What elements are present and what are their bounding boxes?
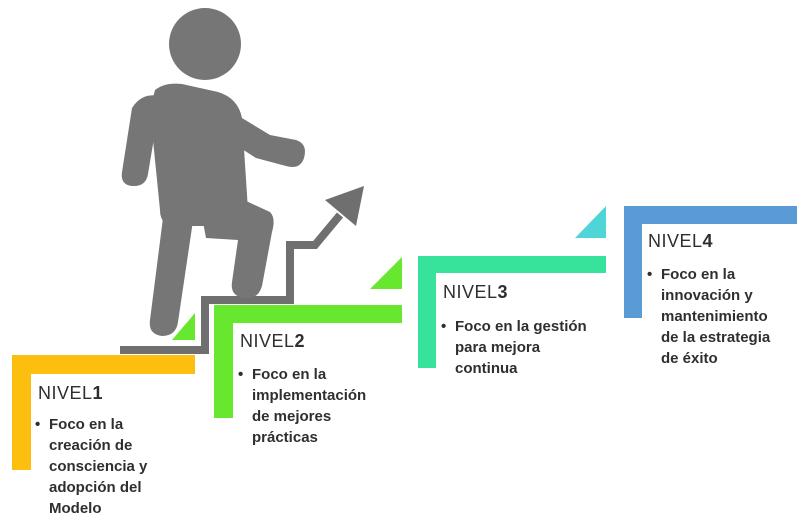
level-4-line: mantenimiento (661, 308, 768, 325)
upward-arrow-icon (120, 186, 364, 354)
level-1-label-text: NIVEL (38, 383, 93, 403)
step-level-1-notch (172, 313, 195, 340)
level-1-label: NIVEL1 (38, 383, 103, 404)
level-2-line: Foco en la (252, 366, 327, 383)
level-2-line: prácticas (252, 429, 318, 446)
level-3-line: continua (455, 360, 518, 377)
level-2-description: • Foco en la implementación de mejores p… (238, 364, 367, 448)
bullet-icon: • (441, 318, 447, 335)
level-3-line: para mejora (455, 339, 541, 356)
level-4-label: NIVEL4 (648, 231, 713, 252)
level-1-number: 1 (92, 383, 104, 403)
level-2-label-text: NIVEL (240, 331, 295, 351)
step-level-4 (624, 206, 797, 318)
bullet-icon: • (35, 416, 41, 433)
level-1-line: Modelo (49, 500, 102, 517)
step-level-3 (418, 256, 606, 368)
level-1-description: • Foco en la creación de consciencia y a… (35, 414, 148, 519)
level-2-number: 2 (294, 331, 306, 351)
level-3-label: NIVEL3 (443, 282, 508, 303)
level-4-description: • Foco en la innovación y mantenimiento … (647, 264, 771, 369)
level-3-label-text: NIVEL (443, 282, 498, 302)
level-4-label-text: NIVEL (648, 231, 703, 251)
level-4-line: Foco en la (661, 266, 736, 283)
step-level-3-notch (575, 206, 606, 238)
step-level-2 (214, 305, 402, 418)
person-climbing-icon (121, 8, 305, 336)
level-1-line: Foco en la (49, 416, 124, 433)
level-1-line: adopción del (49, 479, 142, 496)
level-1-line: consciencia y (49, 458, 148, 475)
level-3-description: • Foco en la gestión para mejora continu… (441, 316, 587, 379)
level-2-label: NIVEL2 (240, 331, 305, 352)
level-1-line: creación de (49, 437, 133, 454)
bullet-icon: • (647, 266, 653, 283)
level-4-line: de éxito (661, 350, 718, 367)
level-3-line: Foco en la gestión (455, 318, 587, 335)
step-level-1 (12, 355, 195, 470)
level-4-line: innovación y (661, 287, 753, 304)
level-4-number: 4 (702, 231, 714, 251)
level-2-line: de mejores (252, 408, 332, 425)
level-3-number: 3 (497, 282, 509, 302)
level-2-line: implementación (252, 387, 367, 404)
bullet-icon: • (238, 366, 244, 383)
level-4-line: de la estrategia (661, 329, 771, 346)
step-level-2-notch (370, 257, 402, 289)
